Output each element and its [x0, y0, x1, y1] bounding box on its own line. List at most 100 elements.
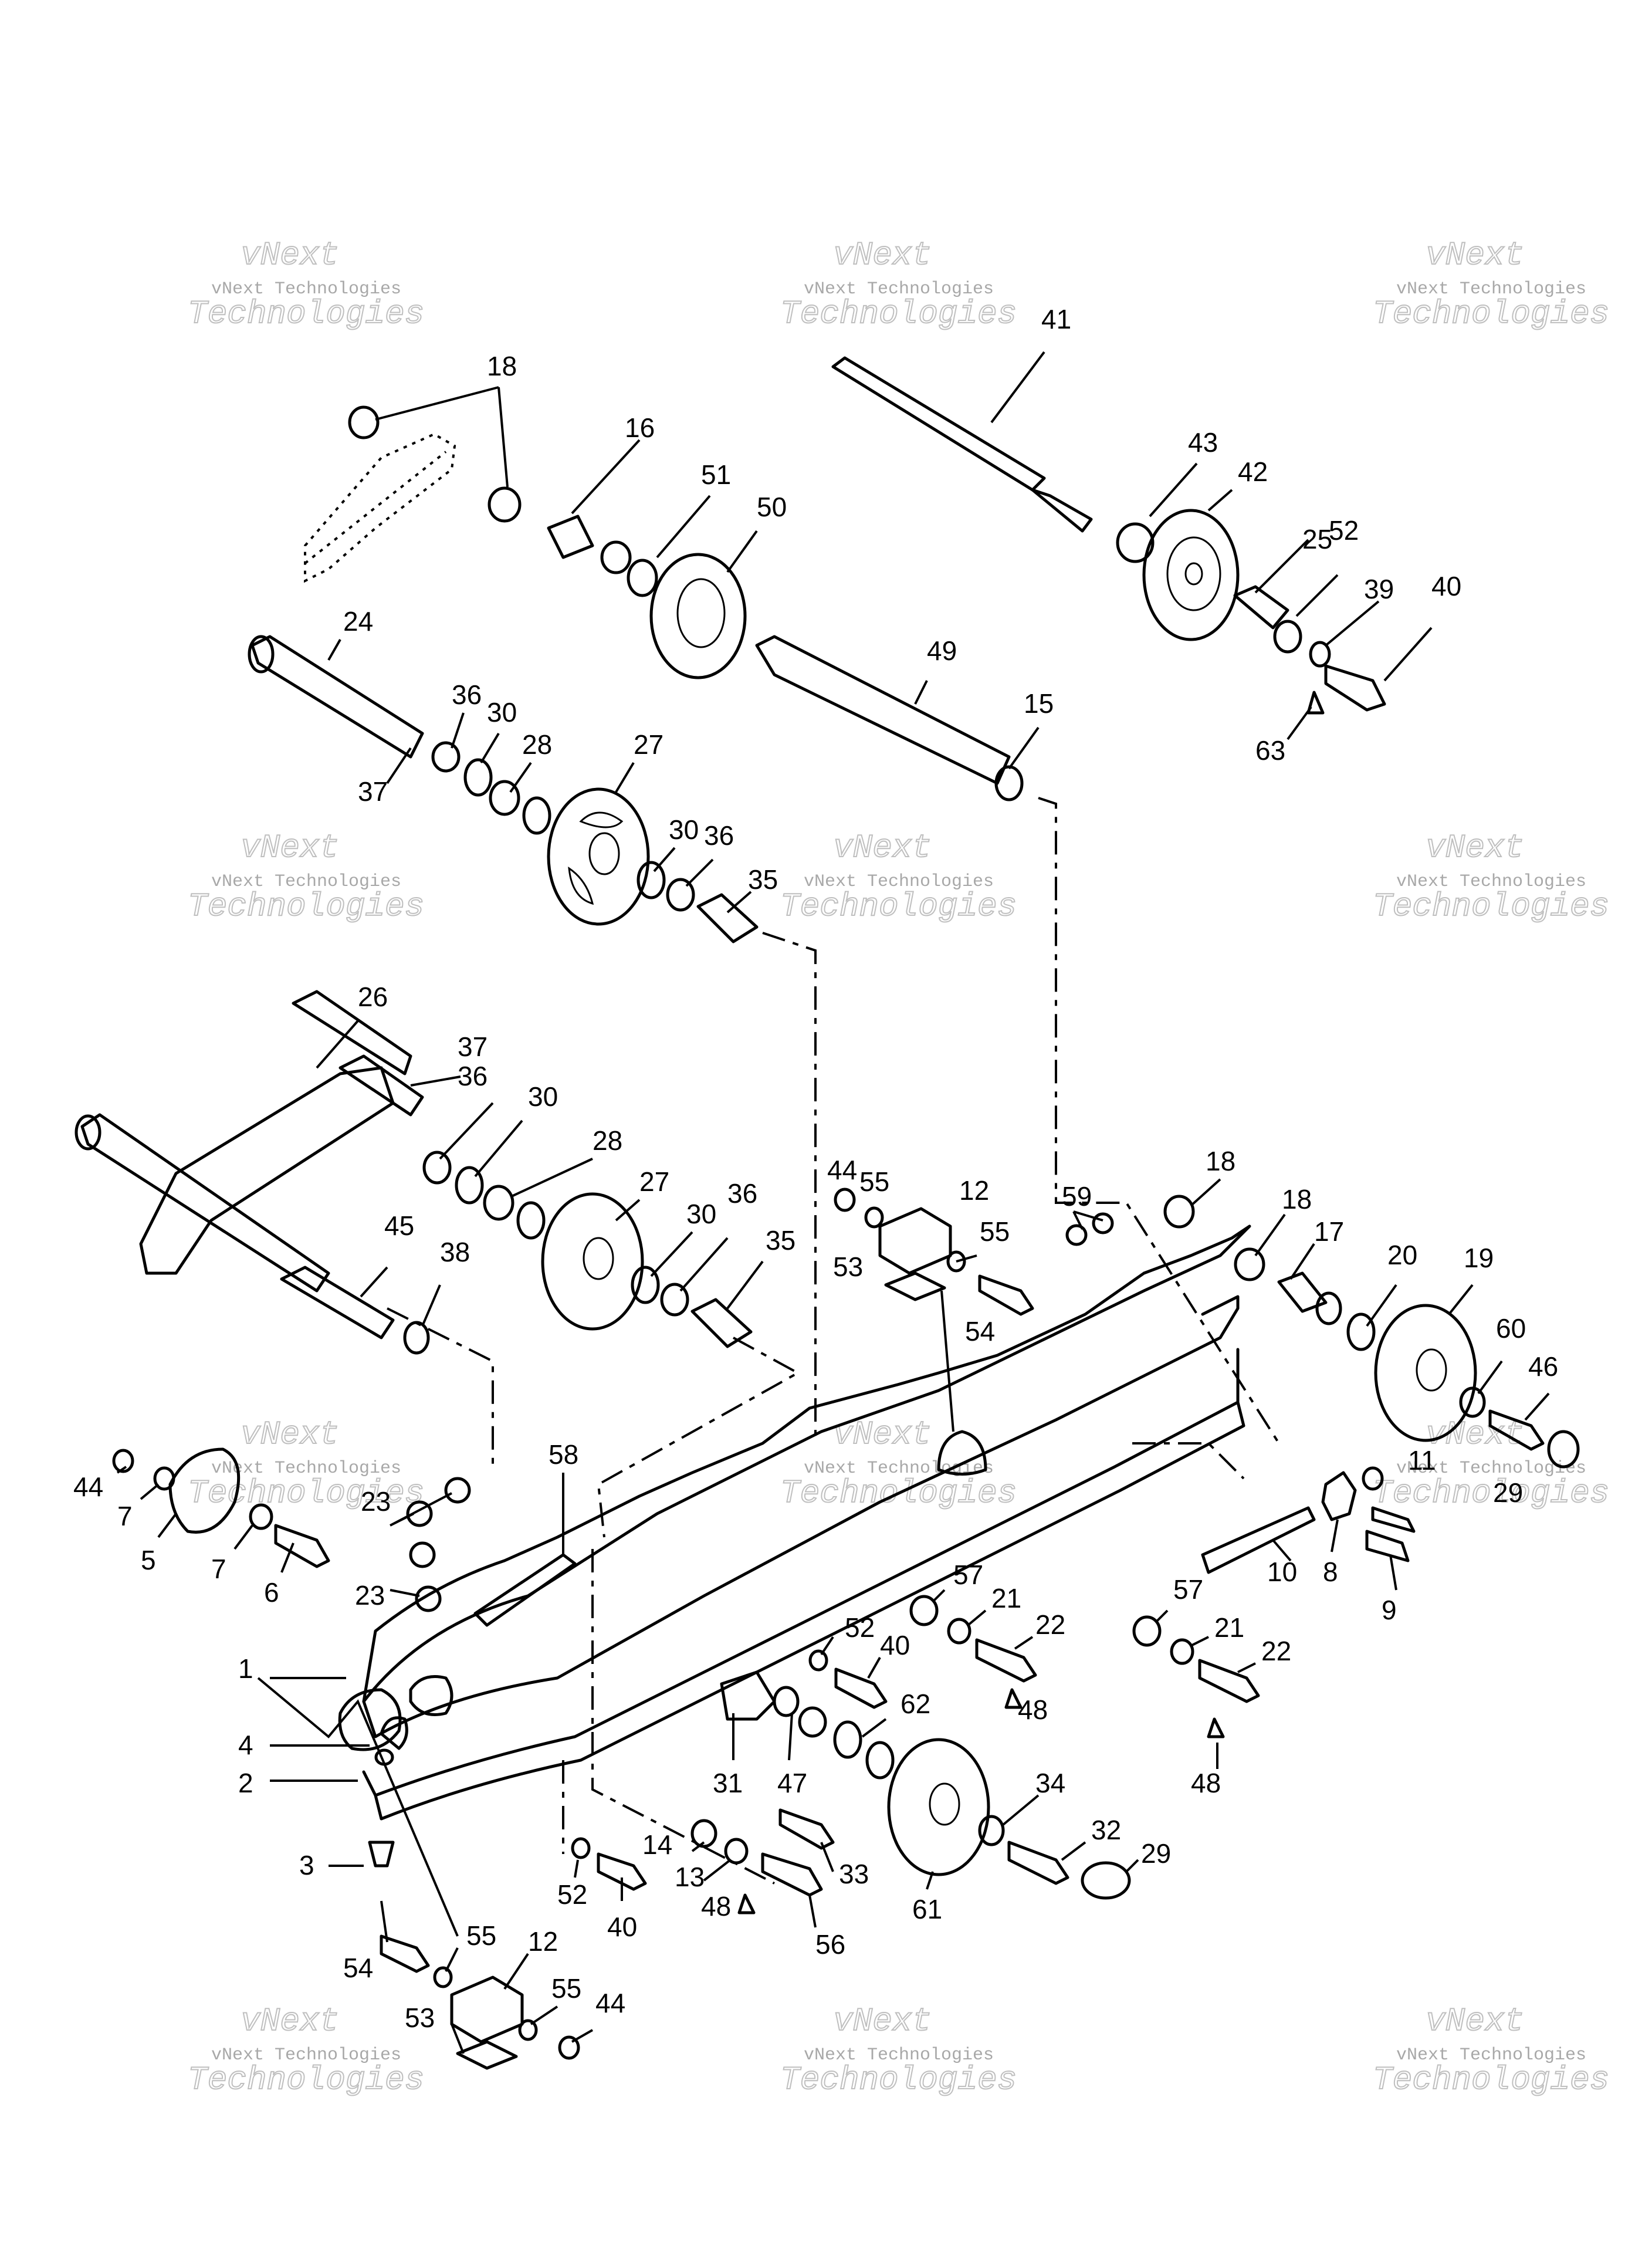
bolt-40: [834, 1667, 888, 1709]
watermark-vnext: vNext: [241, 829, 339, 867]
part-label: 30: [686, 1199, 716, 1229]
shaft-24-end: [248, 635, 275, 674]
wheel-19-hub: [1416, 1348, 1447, 1392]
watermark-text: vNext Technologies: [211, 2045, 401, 2065]
nut-59: [1065, 1224, 1088, 1246]
watermark-text: vNext Technologies: [211, 1459, 401, 1479]
shaft-24: [250, 635, 424, 759]
part-label: 22: [1035, 1609, 1065, 1640]
leader-60: [1477, 1360, 1503, 1395]
wheel-27: [541, 1192, 644, 1331]
watermark-text: vNext Technologies: [211, 279, 401, 299]
watermark-vnext: vNext: [1426, 2002, 1524, 2040]
bolt-56: [761, 1852, 823, 1897]
bolt-46: [1488, 1409, 1545, 1451]
bolt-9: [1365, 1530, 1410, 1562]
watermark-text: vNext Technologies: [211, 872, 401, 892]
leader-42: [1207, 489, 1233, 512]
watermark-vnext: vNext: [241, 236, 339, 274]
block-12: [878, 1207, 952, 1275]
leader-34: [1002, 1794, 1040, 1826]
leader-39: [1325, 600, 1380, 647]
leader-40: [1383, 627, 1433, 682]
ring-20: [1315, 1291, 1342, 1325]
idler-wheel-42: [1142, 509, 1240, 641]
watermark: vNext vNext Technologies Technologies: [187, 236, 425, 333]
washer-55: [864, 1206, 884, 1229]
part-label: 28: [593, 1125, 622, 1156]
bushing-30: [631, 1266, 660, 1304]
washer-52: [571, 1837, 591, 1859]
leader-22: [1237, 1662, 1256, 1673]
shaft-45: [280, 1266, 395, 1339]
washer-18: [1234, 1247, 1265, 1281]
washer-60: [1459, 1386, 1486, 1418]
bearing-28: [522, 796, 551, 835]
wheel-27-hub: [588, 832, 620, 875]
slider-53: [884, 1271, 946, 1301]
part-label: 56: [815, 1929, 845, 1960]
part-label: 46: [1528, 1351, 1558, 1382]
nut-44: [834, 1188, 856, 1212]
bolt-22: [975, 1638, 1037, 1683]
bearing-28: [516, 1201, 546, 1240]
bolt-6: [274, 1524, 330, 1568]
ring-43: [1116, 522, 1155, 563]
part-label: 26: [358, 982, 388, 1012]
washer-36: [422, 1151, 452, 1185]
part-label: 55: [551, 1973, 581, 2004]
idler-wheel-42-bore: [1184, 562, 1203, 586]
part-label: 34: [1035, 1768, 1065, 1798]
leader-30: [474, 1119, 523, 1178]
rail-frame-lower: [362, 1295, 1240, 1738]
ring-62: [833, 1720, 862, 1759]
nut-11: [1362, 1466, 1384, 1491]
leader-52: [1295, 574, 1339, 617]
leader-1: [257, 1677, 459, 1937]
plate-outline: [304, 432, 456, 583]
upper-shaft-assembly: [831, 356, 1386, 715]
part-label: 52: [845, 1612, 875, 1643]
bolt-40: [1324, 664, 1386, 712]
leader-54: [380, 1900, 388, 1943]
shaft-49-end: [994, 765, 1024, 801]
washer-55: [946, 1250, 966, 1273]
rail-detail-circle: [937, 1430, 987, 1476]
washer-13: [724, 1838, 749, 1865]
leader-57: [1155, 1609, 1169, 1623]
part-label: 28: [522, 729, 552, 760]
leader-53: [451, 2024, 465, 2054]
left-front-hardware: [112, 1447, 577, 1868]
leader-10: [1272, 1539, 1292, 1562]
leader-49: [914, 680, 928, 705]
part-label: 11: [1408, 1445, 1436, 1476]
bolt-11: [1371, 1506, 1416, 1533]
shaft-41-tip: [1031, 488, 1093, 533]
leader-27: [615, 1199, 641, 1222]
spacer-25: [1233, 585, 1289, 630]
washer-36: [666, 878, 695, 912]
ring-51: [600, 540, 632, 574]
leader-12: [503, 1953, 529, 1990]
washer-18: [1163, 1195, 1195, 1229]
part-label: 18: [1282, 1184, 1312, 1215]
leader-35: [726, 891, 752, 914]
watermark-text: vNext Technologies: [804, 279, 994, 299]
leader-52: [574, 1859, 579, 1878]
watermark-vnext: vNext: [833, 2002, 932, 2040]
bolt-22: [1198, 1659, 1260, 1703]
part-label: 13: [675, 1862, 705, 1892]
part-label: 7: [117, 1501, 133, 1531]
leader-36: [685, 858, 714, 887]
spacer-35: [690, 1298, 753, 1348]
leader-55: [956, 1254, 977, 1263]
watermark-technologies: Technologies: [188, 295, 424, 333]
bolt-54: [380, 1934, 430, 1973]
part-label: 31: [713, 1768, 743, 1798]
part-label: 32: [1091, 1815, 1121, 1845]
watermark-text: vNext Technologies: [1396, 2045, 1586, 2065]
part-label: 9: [1382, 1595, 1397, 1625]
watermark-technologies: Technologies: [1373, 888, 1609, 925]
cap-29: [1547, 1430, 1580, 1469]
